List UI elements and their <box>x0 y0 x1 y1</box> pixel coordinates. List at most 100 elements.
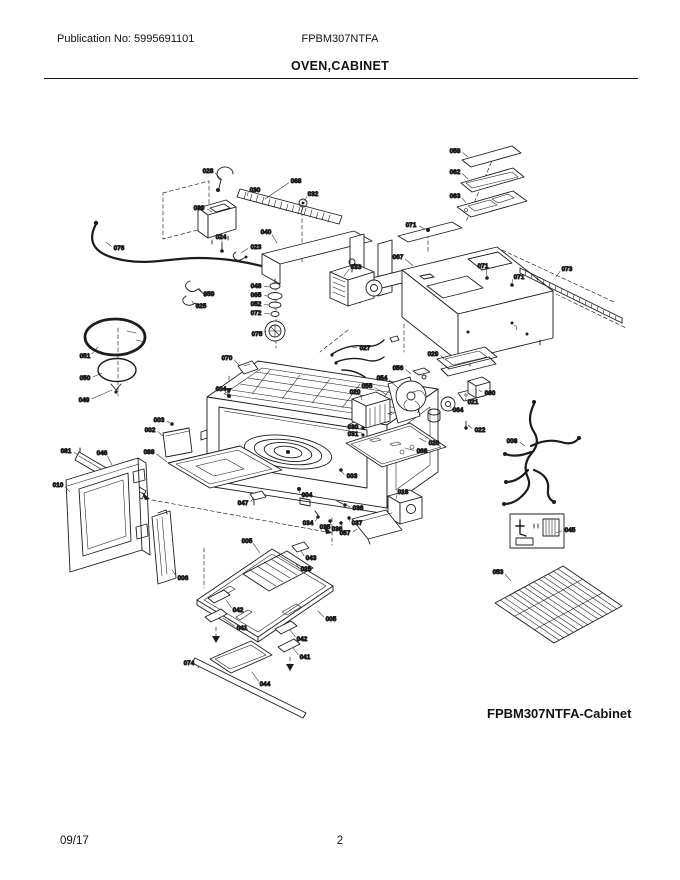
turntable-ring-assembly <box>83 317 147 394</box>
door-assembly <box>65 447 177 585</box>
part-callout-088: 088 <box>144 449 155 456</box>
callout-leader-045 <box>555 530 562 534</box>
part-callout-074: 074 <box>184 660 195 667</box>
part-callout-048: 048 <box>251 283 262 290</box>
transformer <box>349 391 393 437</box>
part-callout-022: 022 <box>475 427 486 434</box>
part-callout-025: 025 <box>196 303 207 310</box>
part-callout-063: 063 <box>450 193 461 200</box>
callout-leader-063 <box>461 197 467 204</box>
footer-date: 09/17 <box>60 835 89 847</box>
callout-leader-071 <box>511 279 513 284</box>
thermostat-wires <box>330 335 400 379</box>
part-callout-043: 043 <box>306 555 317 562</box>
part-callout-010: 010 <box>53 482 64 489</box>
part-callout-071: 071 <box>406 222 417 229</box>
part-callout-018: 018 <box>398 489 409 496</box>
callout-leader-039 <box>206 208 213 213</box>
part-callout-030: 030 <box>348 424 359 431</box>
control-board <box>345 422 447 468</box>
callout-leader-044 <box>251 671 260 682</box>
part-callout-028: 028 <box>203 168 214 175</box>
part-callout-039: 039 <box>194 205 205 212</box>
power-cord <box>91 220 272 270</box>
part-callout-032: 032 <box>308 191 319 198</box>
part-callout-065: 065 <box>251 292 262 299</box>
callout-leader-053 <box>504 573 512 582</box>
callout-leader-010 <box>65 486 71 493</box>
grille-strip <box>519 267 623 324</box>
part-callout-066: 066 <box>417 448 428 455</box>
callout-leader-072 <box>264 312 271 315</box>
part-callout-076: 076 <box>114 245 125 252</box>
part-callout-006: 006 <box>178 575 189 582</box>
callout-leader-006 <box>171 569 177 577</box>
part-callout-002: 002 <box>145 427 156 434</box>
callout-leader-071 <box>418 225 426 230</box>
callout-leader-055 <box>374 387 388 396</box>
callout-leader-030 <box>246 192 249 197</box>
part-callout-024: 024 <box>216 234 227 241</box>
part-callout-004: 004 <box>216 386 227 393</box>
part-callout-031: 031 <box>348 431 359 438</box>
callout-leader-042 <box>289 629 296 637</box>
callout-leader-008 <box>519 442 526 447</box>
callout-leader-023 <box>240 248 249 254</box>
publication-number: Publication No: 5995691101 <box>57 33 195 45</box>
part-callout-042: 042 <box>297 636 308 643</box>
callout-leader-033 <box>343 269 350 277</box>
callout-leader-041 <box>292 647 299 655</box>
small-motor-cluster <box>287 376 491 569</box>
callout-leader-057 <box>352 528 358 533</box>
callout-leader-041 <box>222 617 235 627</box>
part-callout-027: 027 <box>360 345 371 352</box>
part-callout-020: 020 <box>350 389 361 396</box>
callout-leader-004 <box>298 489 301 494</box>
vent-duct-assembly <box>197 166 343 245</box>
direction-arrows <box>142 388 332 671</box>
part-callout-045: 045 <box>565 527 576 534</box>
callout-leader-075 <box>264 330 267 334</box>
callout-leader-071 <box>485 269 488 277</box>
callout-leader-051 <box>91 346 99 355</box>
callout-leader-054 <box>388 379 399 389</box>
diagram-caption: FPBM307NTFA-Cabinet <box>487 706 632 721</box>
callout-leader-059 <box>198 287 202 293</box>
cabinet-wrapper <box>401 228 554 367</box>
callout-leader-005 <box>252 543 261 554</box>
part-callout-023: 023 <box>251 244 262 251</box>
callout-leader-022 <box>467 424 473 429</box>
callout-leader-025 <box>295 563 299 568</box>
part-callout-067: 067 <box>393 254 404 261</box>
callout-leader-002 <box>157 431 164 437</box>
callout-leader-052 <box>264 304 269 306</box>
model-number: FPBM307NTFA <box>301 33 379 45</box>
callout-leader-026 <box>418 437 427 443</box>
part-callout-047: 047 <box>238 500 249 507</box>
part-callout-030: 030 <box>250 187 261 194</box>
part-callout-072: 072 <box>251 310 262 317</box>
part-callout-035: 035 <box>320 524 331 531</box>
fan-assembly <box>387 346 498 424</box>
callout-leader-020 <box>360 394 363 401</box>
part-callout-062: 062 <box>450 169 461 176</box>
callout-leader-065 <box>264 295 268 297</box>
part-callout-057: 057 <box>340 530 351 537</box>
callout-leader-042 <box>225 599 232 608</box>
part-callout-036: 036 <box>332 526 343 533</box>
page-title: OVEN,CABINET <box>290 59 390 73</box>
callout-leader-005 <box>317 610 325 618</box>
callout-leader-036 <box>340 523 343 527</box>
support-clips <box>182 280 207 308</box>
part-callout-033: 033 <box>351 264 362 271</box>
part-callout-075: 075 <box>252 331 263 338</box>
callout-leader-003 <box>166 420 171 424</box>
part-callout-049: 049 <box>79 397 90 404</box>
callout-leader-076 <box>105 241 112 247</box>
part-callout-044: 044 <box>260 681 271 688</box>
wire-rack <box>494 565 623 644</box>
header-rule <box>44 78 638 79</box>
part-callout-042: 042 <box>233 607 244 614</box>
